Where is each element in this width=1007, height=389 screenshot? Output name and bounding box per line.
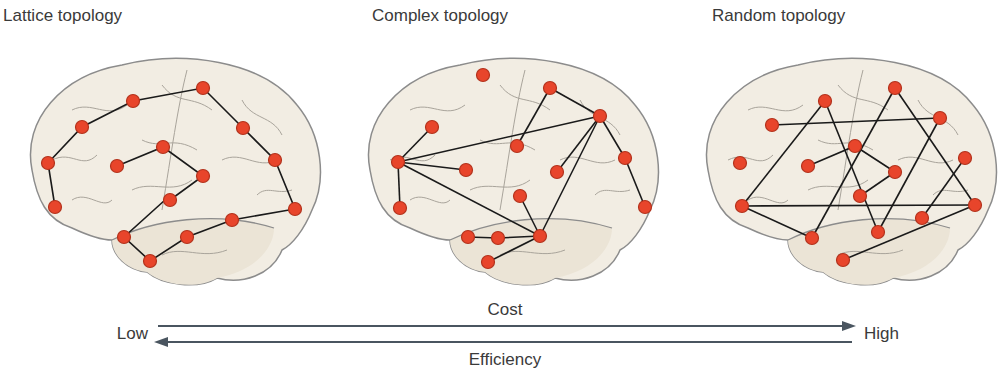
lattice-links [48, 88, 295, 261]
complex-nodes [392, 69, 652, 269]
network-dot [289, 203, 302, 216]
arrowhead [842, 321, 856, 331]
network-dot [819, 95, 832, 108]
panel-title: Random topology [712, 6, 845, 26]
network-dot [544, 82, 557, 95]
arrowhead [154, 337, 168, 347]
scale-label: High [864, 324, 899, 344]
network-dot [514, 190, 527, 203]
network-dot [916, 212, 929, 225]
network-link [742, 101, 825, 206]
network-dot [482, 256, 495, 269]
network-dot [849, 140, 862, 153]
network-dot [157, 141, 170, 154]
network-link [922, 158, 965, 218]
network-link [540, 116, 600, 236]
network-dot [639, 201, 652, 214]
network-dot [226, 214, 239, 227]
network-dot [872, 226, 885, 239]
network-dot [127, 95, 140, 108]
panel-title: Complex topology [372, 6, 508, 26]
network-dot [619, 152, 632, 165]
network-dot [734, 157, 747, 170]
brain-outline [368, 58, 658, 284]
network-link [895, 88, 975, 205]
network-link [557, 116, 600, 172]
brain-outline [30, 58, 320, 284]
network-dot [766, 119, 779, 132]
network-dot [118, 231, 131, 244]
network-link [398, 127, 432, 162]
random-nodes [734, 82, 982, 267]
network-dot [394, 202, 407, 215]
network-link [742, 206, 812, 238]
network-dot [889, 166, 902, 179]
network-dot [511, 140, 524, 153]
network-link [772, 118, 940, 125]
axis-label: Efficiency [469, 350, 541, 370]
network-link [843, 205, 975, 260]
panel-title: Lattice topology [3, 6, 122, 26]
network-dot [854, 190, 867, 203]
network-dot [806, 232, 819, 245]
network-dot [736, 200, 749, 213]
network-dot [460, 164, 473, 177]
network-dot [76, 121, 89, 134]
network-link [625, 158, 645, 207]
network-link [550, 88, 600, 116]
network-dot [181, 231, 194, 244]
network-dot [111, 160, 124, 173]
network-dot [594, 110, 607, 123]
network-dot [462, 231, 475, 244]
complex-links [398, 88, 645, 262]
network-dot [197, 82, 210, 95]
network-dot [42, 157, 55, 170]
network-link [878, 118, 940, 232]
network-dot [144, 255, 157, 268]
network-dot [426, 121, 439, 134]
network-link [117, 147, 203, 200]
network-dot [392, 156, 405, 169]
network-dot [889, 82, 902, 95]
network-dot [164, 194, 177, 207]
network-dot [197, 170, 210, 183]
network-dot [534, 230, 547, 243]
network-link [48, 88, 295, 261]
network-dot [837, 254, 850, 267]
network-dot [269, 154, 282, 167]
network-link [742, 205, 975, 206]
network-dot [49, 201, 62, 214]
network-dot [551, 166, 564, 179]
network-dot [802, 160, 815, 173]
scale-arrows [154, 321, 856, 347]
network-link [398, 162, 466, 170]
network-dot [477, 69, 490, 82]
efficiency-arrow [164, 341, 852, 343]
scale-label: Low [117, 324, 148, 344]
network-link [398, 162, 540, 236]
random-links [742, 88, 975, 260]
network-dot [969, 199, 982, 212]
network-link [600, 116, 625, 158]
lattice-nodes [42, 82, 302, 268]
network-link [517, 88, 550, 146]
axis-label: Cost [488, 300, 523, 320]
cost-arrow [158, 325, 846, 327]
network-dot [959, 152, 972, 165]
network-dot [492, 232, 505, 245]
network-dot [237, 122, 250, 135]
network-dot [934, 112, 947, 125]
brain-outline [706, 58, 996, 284]
